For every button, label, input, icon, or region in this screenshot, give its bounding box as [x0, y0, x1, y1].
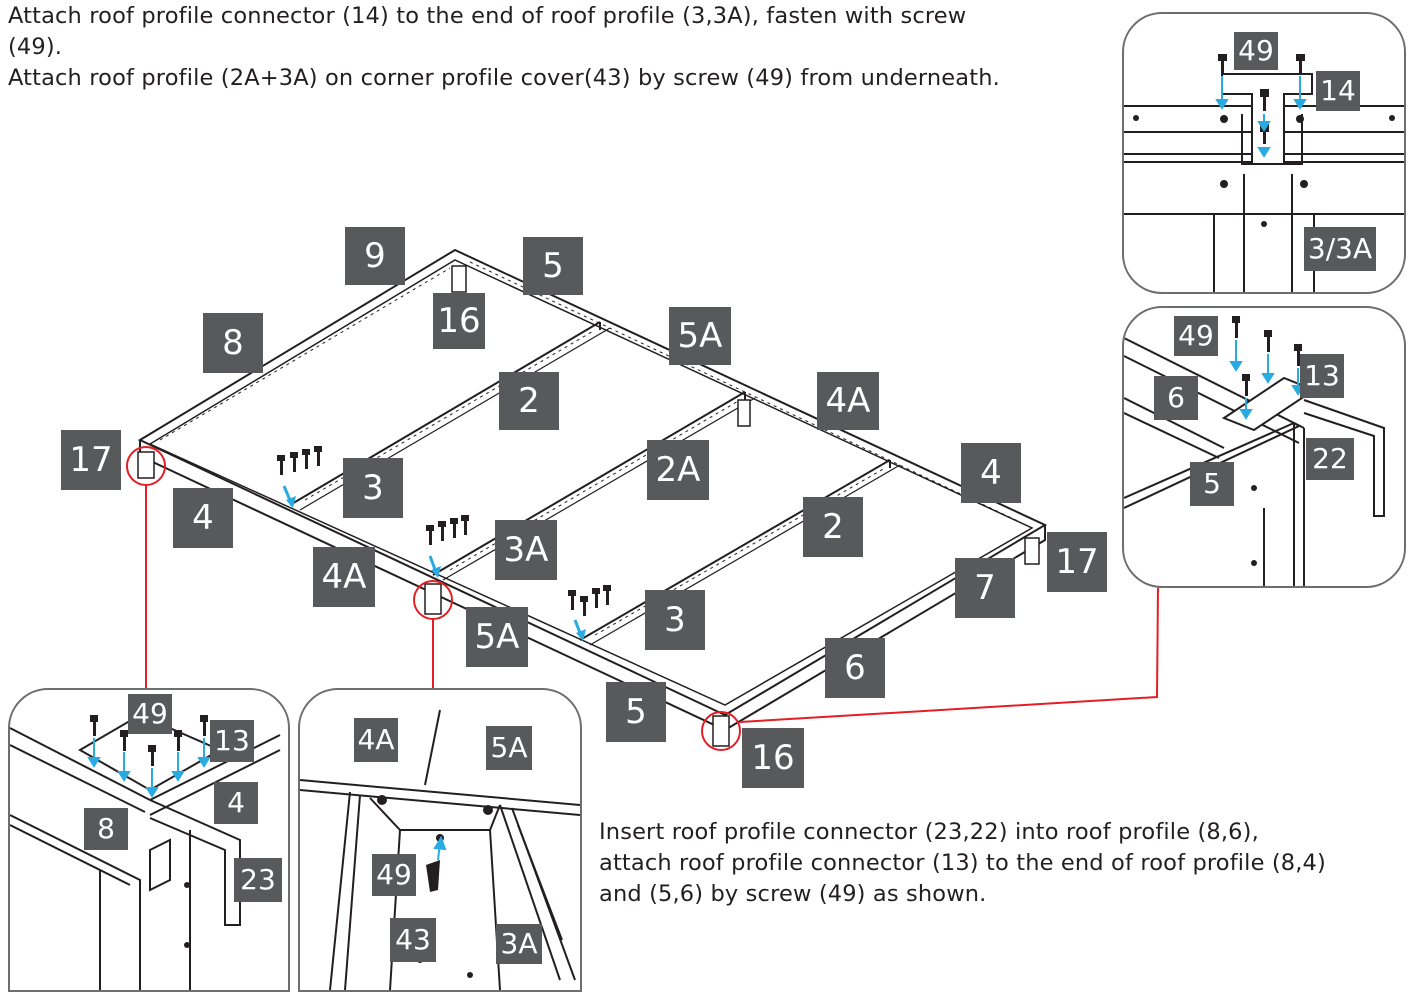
instruction-line: (49).	[8, 34, 63, 60]
part-label-2-right: 2	[803, 497, 863, 557]
part-label-5-bottom: 5	[606, 682, 666, 742]
instruction-line: Attach roof profile (2A+3A) on corner pr…	[8, 65, 1000, 91]
part-label-8: 8	[84, 808, 128, 850]
part-label-22: 22	[1306, 438, 1354, 480]
part-label-13: 13	[1300, 354, 1344, 398]
rail-2-left	[289, 321, 601, 506]
part-label-3A: 3A	[495, 520, 557, 580]
part-label-7: 7	[955, 558, 1015, 618]
part-label-4-right: 4	[961, 443, 1021, 503]
part-label-49: 49	[372, 854, 416, 896]
part-label-3A: 3A	[496, 924, 542, 964]
instruction-text-bottom: Insert roof profile connector (23,22) in…	[599, 817, 1409, 910]
part-label-16-bottom: 16	[742, 728, 804, 788]
part-label-14: 14	[1316, 71, 1360, 111]
rail-2-right	[579, 459, 891, 641]
instruction-line: Insert roof profile connector (23,22) in…	[599, 819, 1259, 845]
part-label-49: 49	[1174, 316, 1218, 356]
part-label-17-right: 17	[1047, 532, 1107, 592]
detail-drawing	[300, 709, 580, 990]
corner-post-mid	[737, 399, 751, 427]
instruction-line: Attach roof profile connector (14) to th…	[8, 3, 967, 29]
part-label-5-top: 5	[523, 237, 583, 295]
part-label-4A-left: 4A	[313, 547, 375, 607]
part-label-23: 23	[234, 858, 282, 902]
part-label-49: 49	[128, 694, 172, 734]
instruction-line: and (5,6) by screw (49) as shown.	[599, 881, 987, 907]
part-label-4A: 4A	[354, 718, 398, 762]
part-label-2-left: 2	[499, 372, 559, 430]
detail-view-bottom-left: 49 13 4 8 23	[8, 688, 290, 992]
part-label-8: 8	[203, 313, 263, 373]
detail-view-mid-right: 49 13 6 22 5	[1122, 306, 1406, 588]
part-label-17-left: 17	[61, 430, 121, 490]
front-face-right	[724, 525, 1046, 731]
part-label-3-3A: 3/3A	[1304, 227, 1376, 271]
instruction-text-top: Attach roof profile connector (14) to th…	[8, 1, 1118, 94]
corner-post-front-mid	[424, 583, 442, 615]
callout-circle-front	[701, 711, 741, 751]
part-label-5A-top: 5A	[669, 307, 731, 365]
detail-drawing	[1124, 54, 1404, 292]
part-label-4A-right: 4A	[817, 372, 879, 430]
screw-group-3	[568, 585, 611, 641]
rail-2A	[432, 391, 746, 576]
part-label-5A-bottom: 5A	[466, 607, 528, 667]
part-label-6: 6	[1154, 376, 1198, 420]
callout-line-front	[739, 587, 1159, 723]
part-label-3-right: 3	[645, 590, 705, 650]
detail-view-bottom-mid: 4A 5A 49 43 3A	[298, 688, 582, 992]
part-label-49: 49	[1234, 32, 1278, 70]
corner-post-front	[712, 715, 730, 747]
roof-frame-diagram	[126, 248, 1159, 751]
part-label-4-left: 4	[173, 488, 233, 548]
detail-drawing	[1124, 316, 1385, 586]
part-label-16-top: 16	[433, 293, 485, 349]
detail-view-top-right: 49 14 3/3A	[1122, 12, 1406, 294]
part-label-5A: 5A	[486, 726, 532, 770]
instruction-line: attach roof profile connector (13) to th…	[599, 850, 1326, 876]
part-label-43: 43	[390, 918, 436, 962]
part-label-5: 5	[1190, 462, 1234, 506]
corner-post-right	[1024, 537, 1040, 565]
corner-post-top	[451, 265, 467, 293]
screw-group-1	[277, 446, 322, 508]
screw-group-2	[426, 515, 469, 578]
part-label-6: 6	[825, 638, 885, 698]
corner-post-left	[137, 451, 155, 479]
part-label-3-left: 3	[343, 458, 403, 518]
part-label-9: 9	[345, 227, 405, 285]
part-label-13: 13	[210, 720, 254, 762]
part-label-2A: 2A	[647, 440, 709, 500]
part-label-4: 4	[214, 782, 258, 824]
